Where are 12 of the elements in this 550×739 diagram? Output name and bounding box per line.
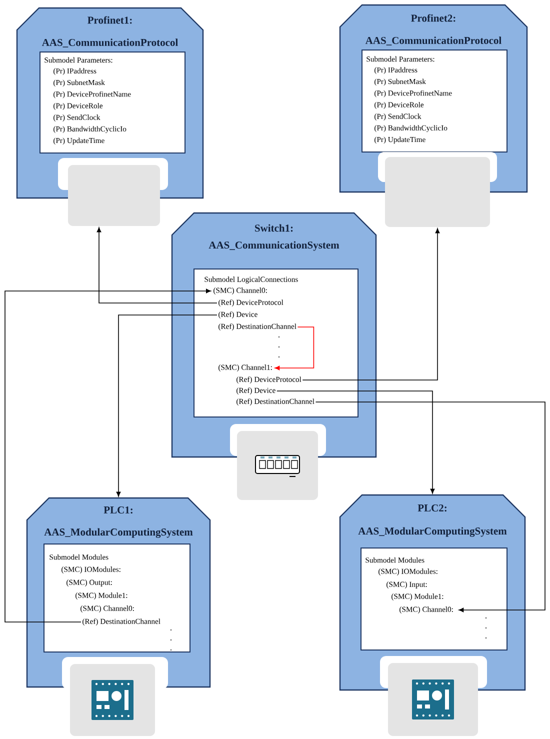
arrow [4,288,211,622]
device-tile [378,152,497,227]
submodel-box [44,544,190,652]
arrow [276,390,435,494]
arrow [302,228,440,380]
arrow [274,326,314,370]
arrow [96,227,218,304]
arrow [116,314,218,497]
submodel-box [360,548,508,650]
arrow [315,402,546,612]
submodel-box [194,268,358,418]
device-tile [58,158,168,226]
